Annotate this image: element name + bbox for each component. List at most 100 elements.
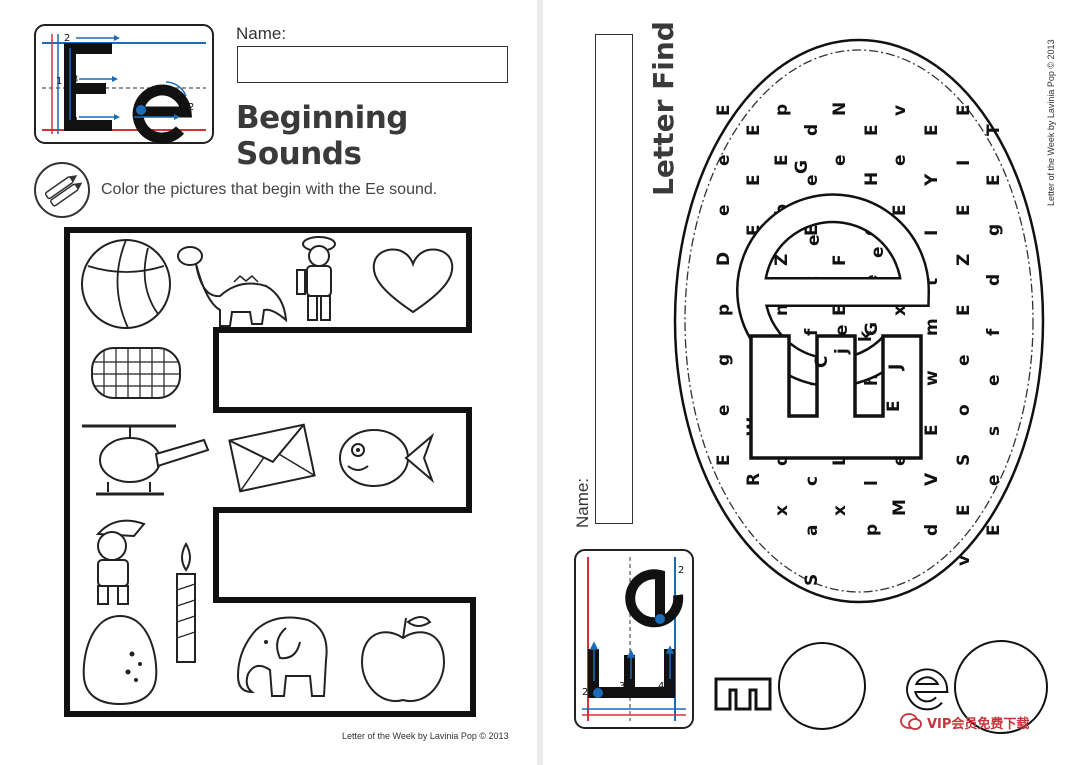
scattered-letter[interactable]: I [954,160,974,166]
scattered-letter[interactable]: L [830,455,850,466]
scattered-letter[interactable]: x [890,305,910,316]
scattered-letter[interactable]: c [802,476,822,486]
scattered-letter[interactable]: Z [772,254,792,266]
scattered-letter[interactable]: w [922,370,942,386]
name-field[interactable] [237,46,508,83]
scattered-letter[interactable]: E [954,104,974,116]
scattered-letter[interactable]: p [772,104,792,116]
letter-find-oval: EeeDpgeEEEEEIaWRpEbZnNMdxdeEzfeEcaSNeEFE… [673,38,1045,604]
scattered-letter[interactable]: Z [954,254,974,266]
heart-icon[interactable] [370,246,456,316]
scattered-letter[interactable]: G [862,322,882,336]
scattered-letter[interactable]: E [714,454,734,466]
scattered-letter[interactable]: S [954,454,974,466]
scattered-letter[interactable]: e [714,154,734,166]
scattered-letter[interactable]: e [830,154,850,166]
scattered-letter[interactable]: d [984,274,1004,286]
scattered-letter[interactable]: t [922,278,942,286]
scattered-letter[interactable]: E [984,524,1004,536]
step-number: 2 [64,33,70,44]
scattered-letter[interactable]: e [984,474,1004,486]
scattered-letter[interactable]: V [922,472,942,486]
scattered-letter[interactable]: M [890,499,910,516]
scattered-letter[interactable]: E [744,174,764,186]
inner-letter: G [792,160,812,174]
candle-icon[interactable] [172,540,200,666]
scattered-letter[interactable]: g [984,224,1004,236]
letter-tracing-card-ee: 2 1 3 4 2 [34,24,214,144]
scattered-letter[interactable]: E [802,224,822,236]
page-gutter [537,0,543,765]
scattered-letter[interactable]: S [802,574,822,586]
ball-icon[interactable] [78,236,174,332]
letter-tracing-card-ee: 2 3 4 2 [574,549,694,729]
helicopter-icon[interactable] [78,418,214,502]
scattered-letter[interactable]: N [830,102,850,116]
scattered-letter[interactable]: E [744,124,764,136]
inner-letter: e [804,234,824,246]
scattered-letter[interactable]: E [830,304,850,316]
scattered-letter[interactable]: E [772,154,792,166]
scattered-letter[interactable]: e [984,374,1004,386]
scattered-letter[interactable]: e [890,154,910,166]
scattered-letter[interactable]: s [984,426,1004,436]
scattered-letter[interactable]: R [744,473,764,486]
scattered-letter[interactable]: I [922,230,942,236]
scattered-letter[interactable]: H [862,172,882,186]
envelope-icon[interactable] [224,418,320,498]
fish-icon[interactable] [336,420,436,496]
scattered-letter[interactable]: T [984,124,1004,136]
scattered-letter[interactable]: E [890,204,910,216]
answer-circle-uppercase[interactable] [778,642,866,730]
scattered-letter[interactable]: e [714,404,734,416]
scattered-letter[interactable]: e [954,354,974,366]
scattered-letter[interactable]: E [954,504,974,516]
scattered-letter[interactable]: Y [922,173,942,187]
scattered-letter[interactable]: e [890,454,910,466]
scattered-letter[interactable]: g [714,354,734,366]
name-label: Name: [236,24,287,43]
scattered-letter[interactable]: E [954,304,974,316]
scattered-letter[interactable]: o [954,404,974,416]
apple-icon[interactable] [358,610,448,708]
scattered-letter[interactable]: D [714,252,734,266]
answer-circle-lowercase[interactable] [954,640,1048,734]
inner-letter: J [886,364,906,371]
scattered-letter[interactable]: F [830,254,850,266]
page-title: Beginning Sounds [236,100,409,172]
scattered-letter[interactable]: x [772,505,792,516]
scattered-letter[interactable]: v [954,555,974,566]
inner-letter: e [868,246,888,258]
scattered-letter[interactable]: v [890,105,910,116]
scattered-letter[interactable]: e [802,174,822,186]
elf-icon[interactable] [80,514,154,608]
name-field[interactable] [595,34,633,524]
scattered-letter[interactable]: E [922,124,942,136]
scattered-letter[interactable]: f [802,328,822,336]
scattered-letter[interactable]: d [802,124,822,136]
scattered-letter[interactable]: p [714,304,734,316]
scattered-letter[interactable]: f [984,328,1004,336]
scattered-letter[interactable]: E [954,204,974,216]
footer-credit: Letter of the Week by Lavinia Pop © 2013 [342,731,509,741]
dinosaur-icon[interactable] [176,238,288,330]
vip-watermark[interactable]: VIP会员免费下载 [900,712,1029,732]
scattered-letter[interactable]: E [984,174,1004,186]
elephant-icon[interactable] [226,610,336,706]
scattered-letter[interactable]: E [714,104,734,116]
step-number: 3 [72,74,78,85]
scattered-letter[interactable]: E [862,124,882,136]
egg-icon[interactable] [80,612,160,708]
scattered-letter[interactable]: E [744,224,764,236]
scattered-letter[interactable]: m [922,318,942,336]
scattered-letter[interactable]: e [714,204,734,216]
scattered-letter[interactable]: E [922,424,942,436]
scattered-letter[interactable]: l [862,480,882,486]
scattered-letter[interactable]: p [862,524,882,536]
step-number: 4 [72,116,78,127]
explorer-icon[interactable] [294,232,344,328]
corn-icon[interactable] [88,342,184,404]
scattered-letter[interactable]: d [922,524,942,536]
scattered-letter[interactable]: x [830,505,850,516]
scattered-letter[interactable]: a [802,525,822,536]
